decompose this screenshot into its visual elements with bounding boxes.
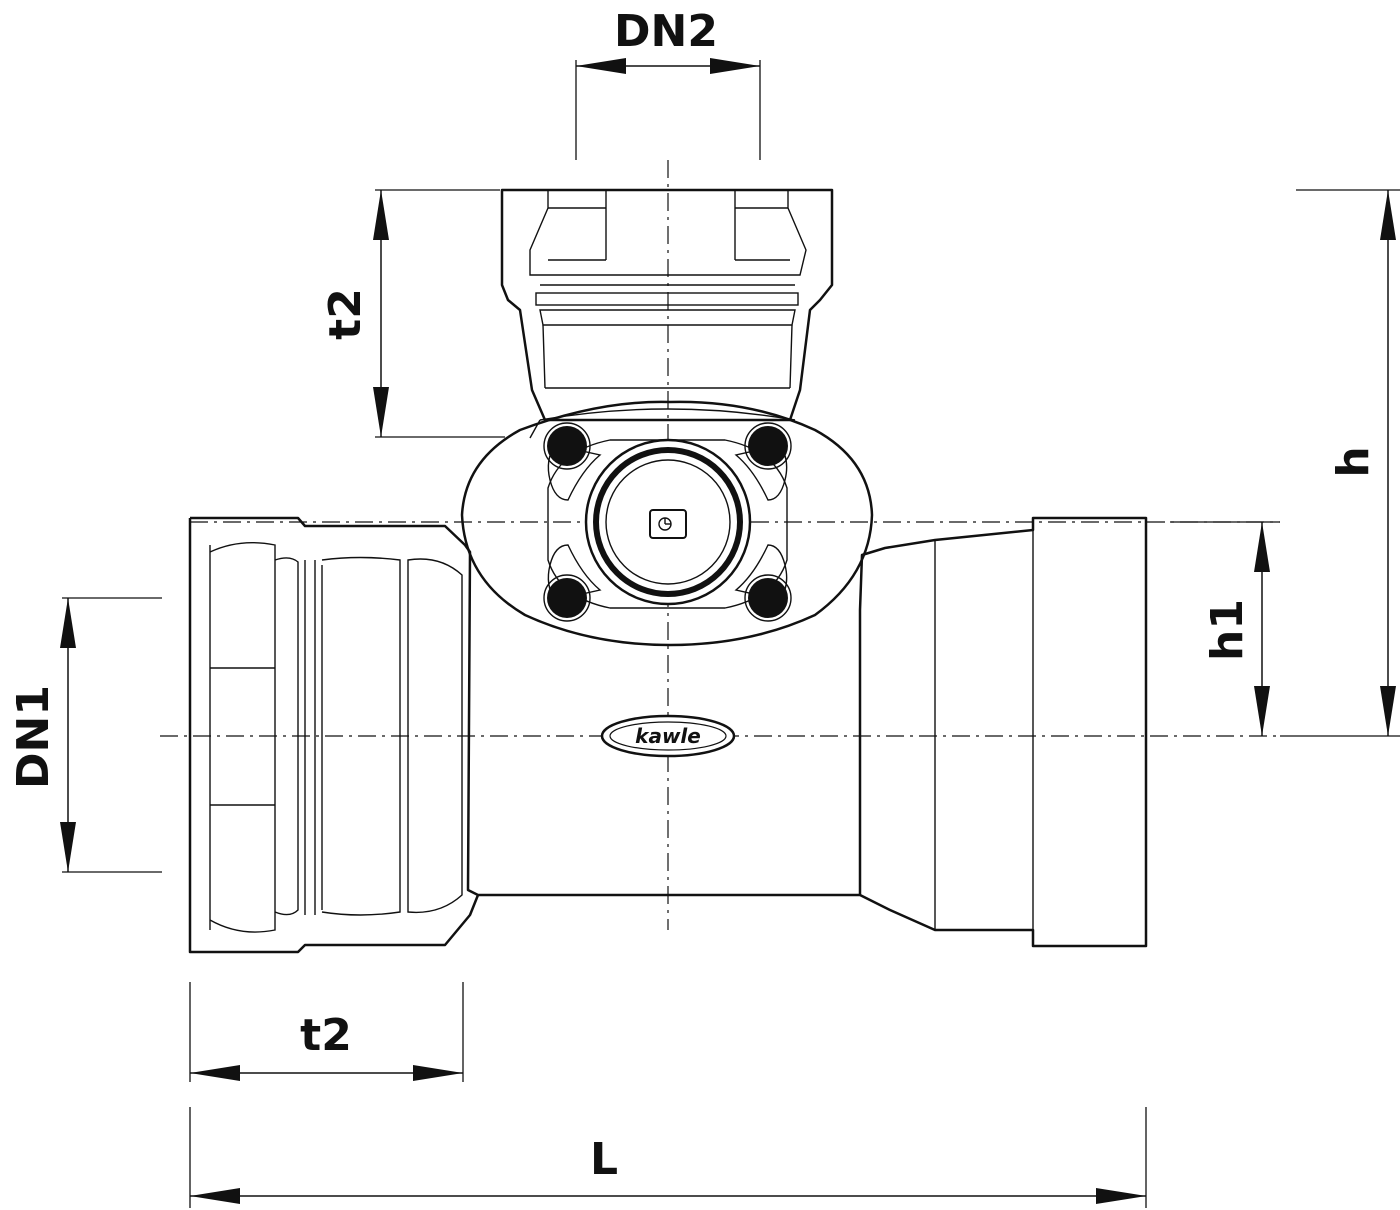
dimension-t2-horizontal: t2 — [189, 982, 464, 1082]
dimension-length: L — [189, 1107, 1147, 1208]
dimension-h: h — [1280, 189, 1400, 737]
length-label: L — [590, 1134, 618, 1185]
dn1-label: DN1 — [8, 685, 59, 789]
tee-body — [188, 516, 1148, 954]
manufacturer-logo: kawle — [600, 714, 736, 758]
dimension-dn2: DN2 — [575, 6, 761, 160]
logo-text: kawle — [635, 724, 701, 748]
dimension-h1: h1 — [1170, 521, 1280, 736]
h-label: h — [1328, 446, 1379, 477]
dimension-t2-vertical: t2 — [320, 189, 505, 438]
oval-flange — [460, 400, 874, 647]
t2-vertical-label: t2 — [320, 288, 371, 340]
dimension-dn1: DN1 — [8, 597, 162, 873]
h1-label: h1 — [1202, 599, 1253, 661]
t2-horizontal-label: t2 — [300, 1010, 352, 1061]
dn2-label: DN2 — [614, 6, 718, 57]
branch-socket — [500, 188, 834, 422]
